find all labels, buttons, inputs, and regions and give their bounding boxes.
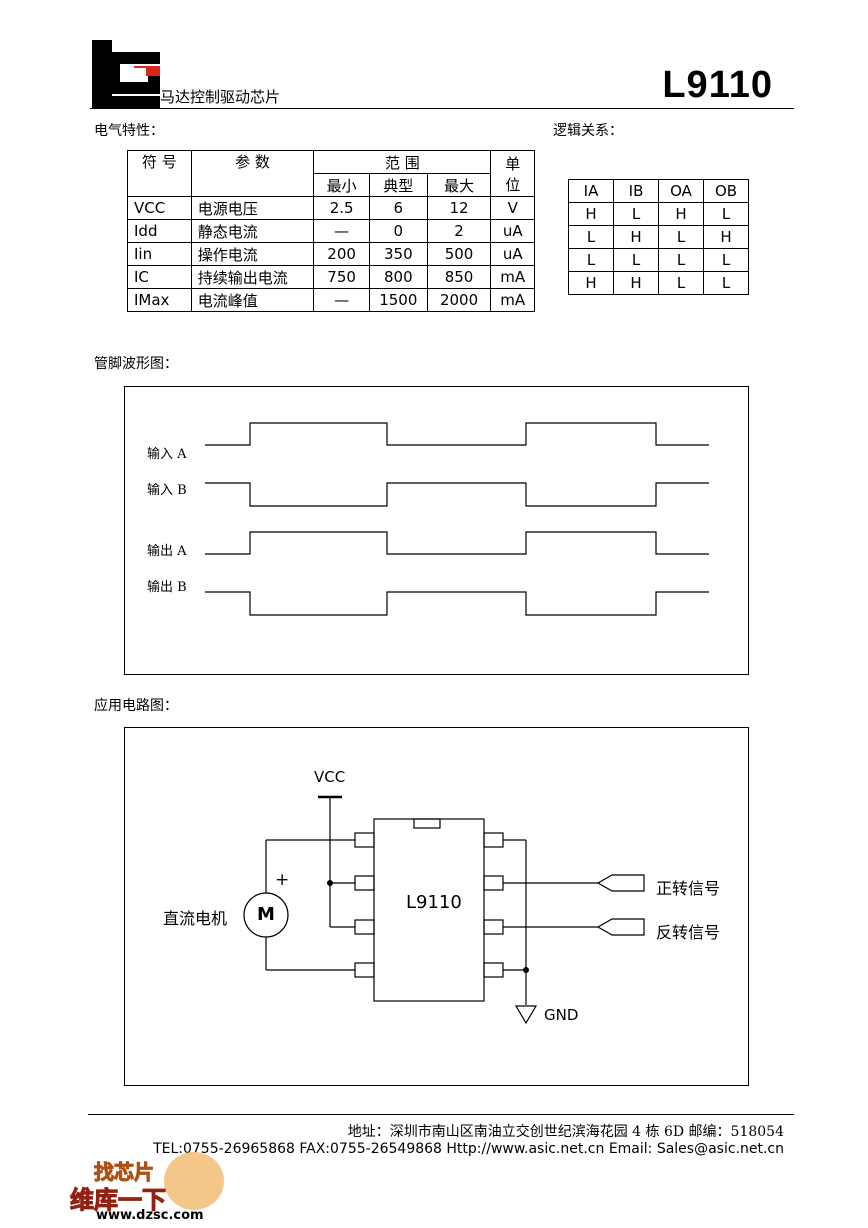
- header-param: 参 数: [190, 150, 315, 197]
- logic-header: OB: [703, 179, 749, 203]
- footer-divider: [88, 1114, 794, 1115]
- chip-label: L9110: [406, 892, 462, 913]
- circuit-title: 应用电路图：: [94, 698, 178, 714]
- chip-pin: [354, 919, 375, 935]
- motor-symbol: M: [257, 904, 275, 925]
- header-unit: 单 位: [490, 150, 535, 197]
- logic-cell: H: [613, 271, 659, 295]
- logic-header: IB: [613, 179, 659, 203]
- cell-param: 静态电流: [190, 219, 315, 243]
- logic-row: H H L L: [568, 271, 749, 295]
- cell-param: 电流峰值: [190, 288, 315, 312]
- logic-cell: L: [703, 271, 749, 295]
- chip-pin: [483, 962, 504, 978]
- logic-cell: H: [613, 225, 659, 249]
- gnd-symbol: [514, 1005, 538, 1025]
- header-range: 范 围: [313, 150, 492, 174]
- cell-param: 电源电压: [190, 196, 315, 220]
- logic-title: 逻辑关系：: [553, 123, 623, 139]
- logic-row: L L L L: [568, 248, 749, 272]
- cell-min: 750: [313, 265, 370, 289]
- watermark-logo: 找芯片 维库一下 www.dzsc.com: [68, 1152, 238, 1224]
- cell-min: —: [313, 288, 370, 312]
- company-tagline: 马达控制驱动芯片: [160, 88, 281, 106]
- footer-contact: TEL:0755-26965868 FAX:0755-26549868 Http…: [153, 1141, 784, 1157]
- model-number: L9110: [662, 64, 773, 106]
- header-max: 最大: [426, 173, 492, 197]
- junction-dot: [523, 967, 529, 973]
- waveform-label-output-b: 输出 B: [147, 580, 187, 595]
- cell-max: 500: [426, 242, 492, 266]
- waveform-label-output-a: 输出 A: [147, 544, 187, 559]
- motor-label: 直流电机: [163, 909, 228, 928]
- chip-pin: [354, 832, 375, 848]
- motor-plus: +: [275, 870, 290, 890]
- circuit-diagram: [243, 795, 645, 1025]
- circuit-box: [124, 727, 749, 1086]
- waveform-diagram: [205, 422, 709, 616]
- watermark-line1: 找芯片: [94, 1160, 155, 1185]
- header-min: 最小: [313, 173, 370, 197]
- table-row: Idd 静态电流 — 0 2 uA: [127, 219, 535, 243]
- table-row: VCC 电源电压 2.5 6 12 V: [127, 196, 535, 220]
- header-unit-line2: 位: [505, 175, 521, 194]
- waveform-title: 管脚波形图：: [94, 356, 178, 372]
- watermark-url: www.dzsc.com: [96, 1208, 204, 1223]
- company-logo: [92, 40, 160, 108]
- header-unit-line1: 单: [505, 154, 521, 173]
- cell-param: 持续输出电流: [190, 265, 315, 289]
- logic-cell: H: [568, 271, 614, 295]
- gnd-label: GND: [544, 1006, 579, 1024]
- cell-symbol: IC: [127, 265, 192, 289]
- chip-pin: [483, 919, 504, 935]
- cell-param: 操作电流: [190, 242, 315, 266]
- waveform-input-b: [205, 482, 709, 507]
- cell-symbol: Idd: [127, 219, 192, 243]
- header-typ: 典型: [368, 173, 428, 197]
- electrical-title: 电气特性：: [94, 123, 164, 139]
- junction-dot: [327, 880, 333, 886]
- cell-symbol: Iin: [127, 242, 192, 266]
- chip-pin: [483, 832, 504, 848]
- cell-min: 200: [313, 242, 370, 266]
- reverse-signal-label: 反转信号: [656, 923, 721, 942]
- cell-unit: uA: [490, 219, 535, 243]
- chip-pin: [483, 875, 504, 891]
- motor-circle: [243, 892, 289, 938]
- table-row: IMax 电流峰值 — 1500 2000 mA: [127, 288, 535, 312]
- cell-typ: 1500: [368, 288, 428, 312]
- watermark-mascot-icon: [164, 1152, 224, 1210]
- waveform-output-b: [205, 591, 709, 616]
- header-divider: [90, 108, 794, 109]
- vcc-label: VCC: [314, 768, 346, 786]
- forward-signal-connector: [596, 874, 645, 892]
- cell-max: 12: [426, 196, 492, 220]
- logic-table: IA IB OA OB H L H L L H L H L L L L H H …: [568, 179, 749, 295]
- logic-header: IA: [568, 179, 614, 203]
- cell-unit: mA: [490, 288, 535, 312]
- forward-signal-label: 正转信号: [656, 879, 721, 898]
- waveform-label-input-a: 输入 A: [147, 447, 187, 462]
- watermark-line2: 维库一下: [70, 1186, 167, 1215]
- chip-pin: [354, 875, 375, 891]
- waveform-output-a: [205, 531, 709, 555]
- logic-cell: L: [658, 271, 704, 295]
- logic-cell: L: [568, 225, 614, 249]
- cell-typ: 6: [368, 196, 428, 220]
- cell-symbol: IMax: [127, 288, 192, 312]
- table-row: IC 持续输出电流 750 800 850 mA: [127, 265, 535, 289]
- electrical-table: 符 号 参 数 范 围 单 位 最小 典型 最大 VCC 电源电压 2.5 6 …: [127, 150, 535, 312]
- chip-pin: [354, 962, 375, 978]
- cell-min: 2.5: [313, 196, 370, 220]
- reverse-signal-connector: [596, 918, 645, 936]
- chip-notch: [413, 818, 441, 829]
- waveform-box: [124, 386, 749, 675]
- waveform-label-input-b: 输入 B: [147, 483, 187, 498]
- waveform-input-a: [205, 422, 709, 446]
- cell-max: 2000: [426, 288, 492, 312]
- footer-address: 地址：深圳市南山区南油立交创世纪滨海花园 4 栋 6D 邮编：518054: [347, 1124, 784, 1140]
- logic-header-row: IA IB OA OB: [568, 179, 749, 203]
- cell-unit: V: [490, 196, 535, 220]
